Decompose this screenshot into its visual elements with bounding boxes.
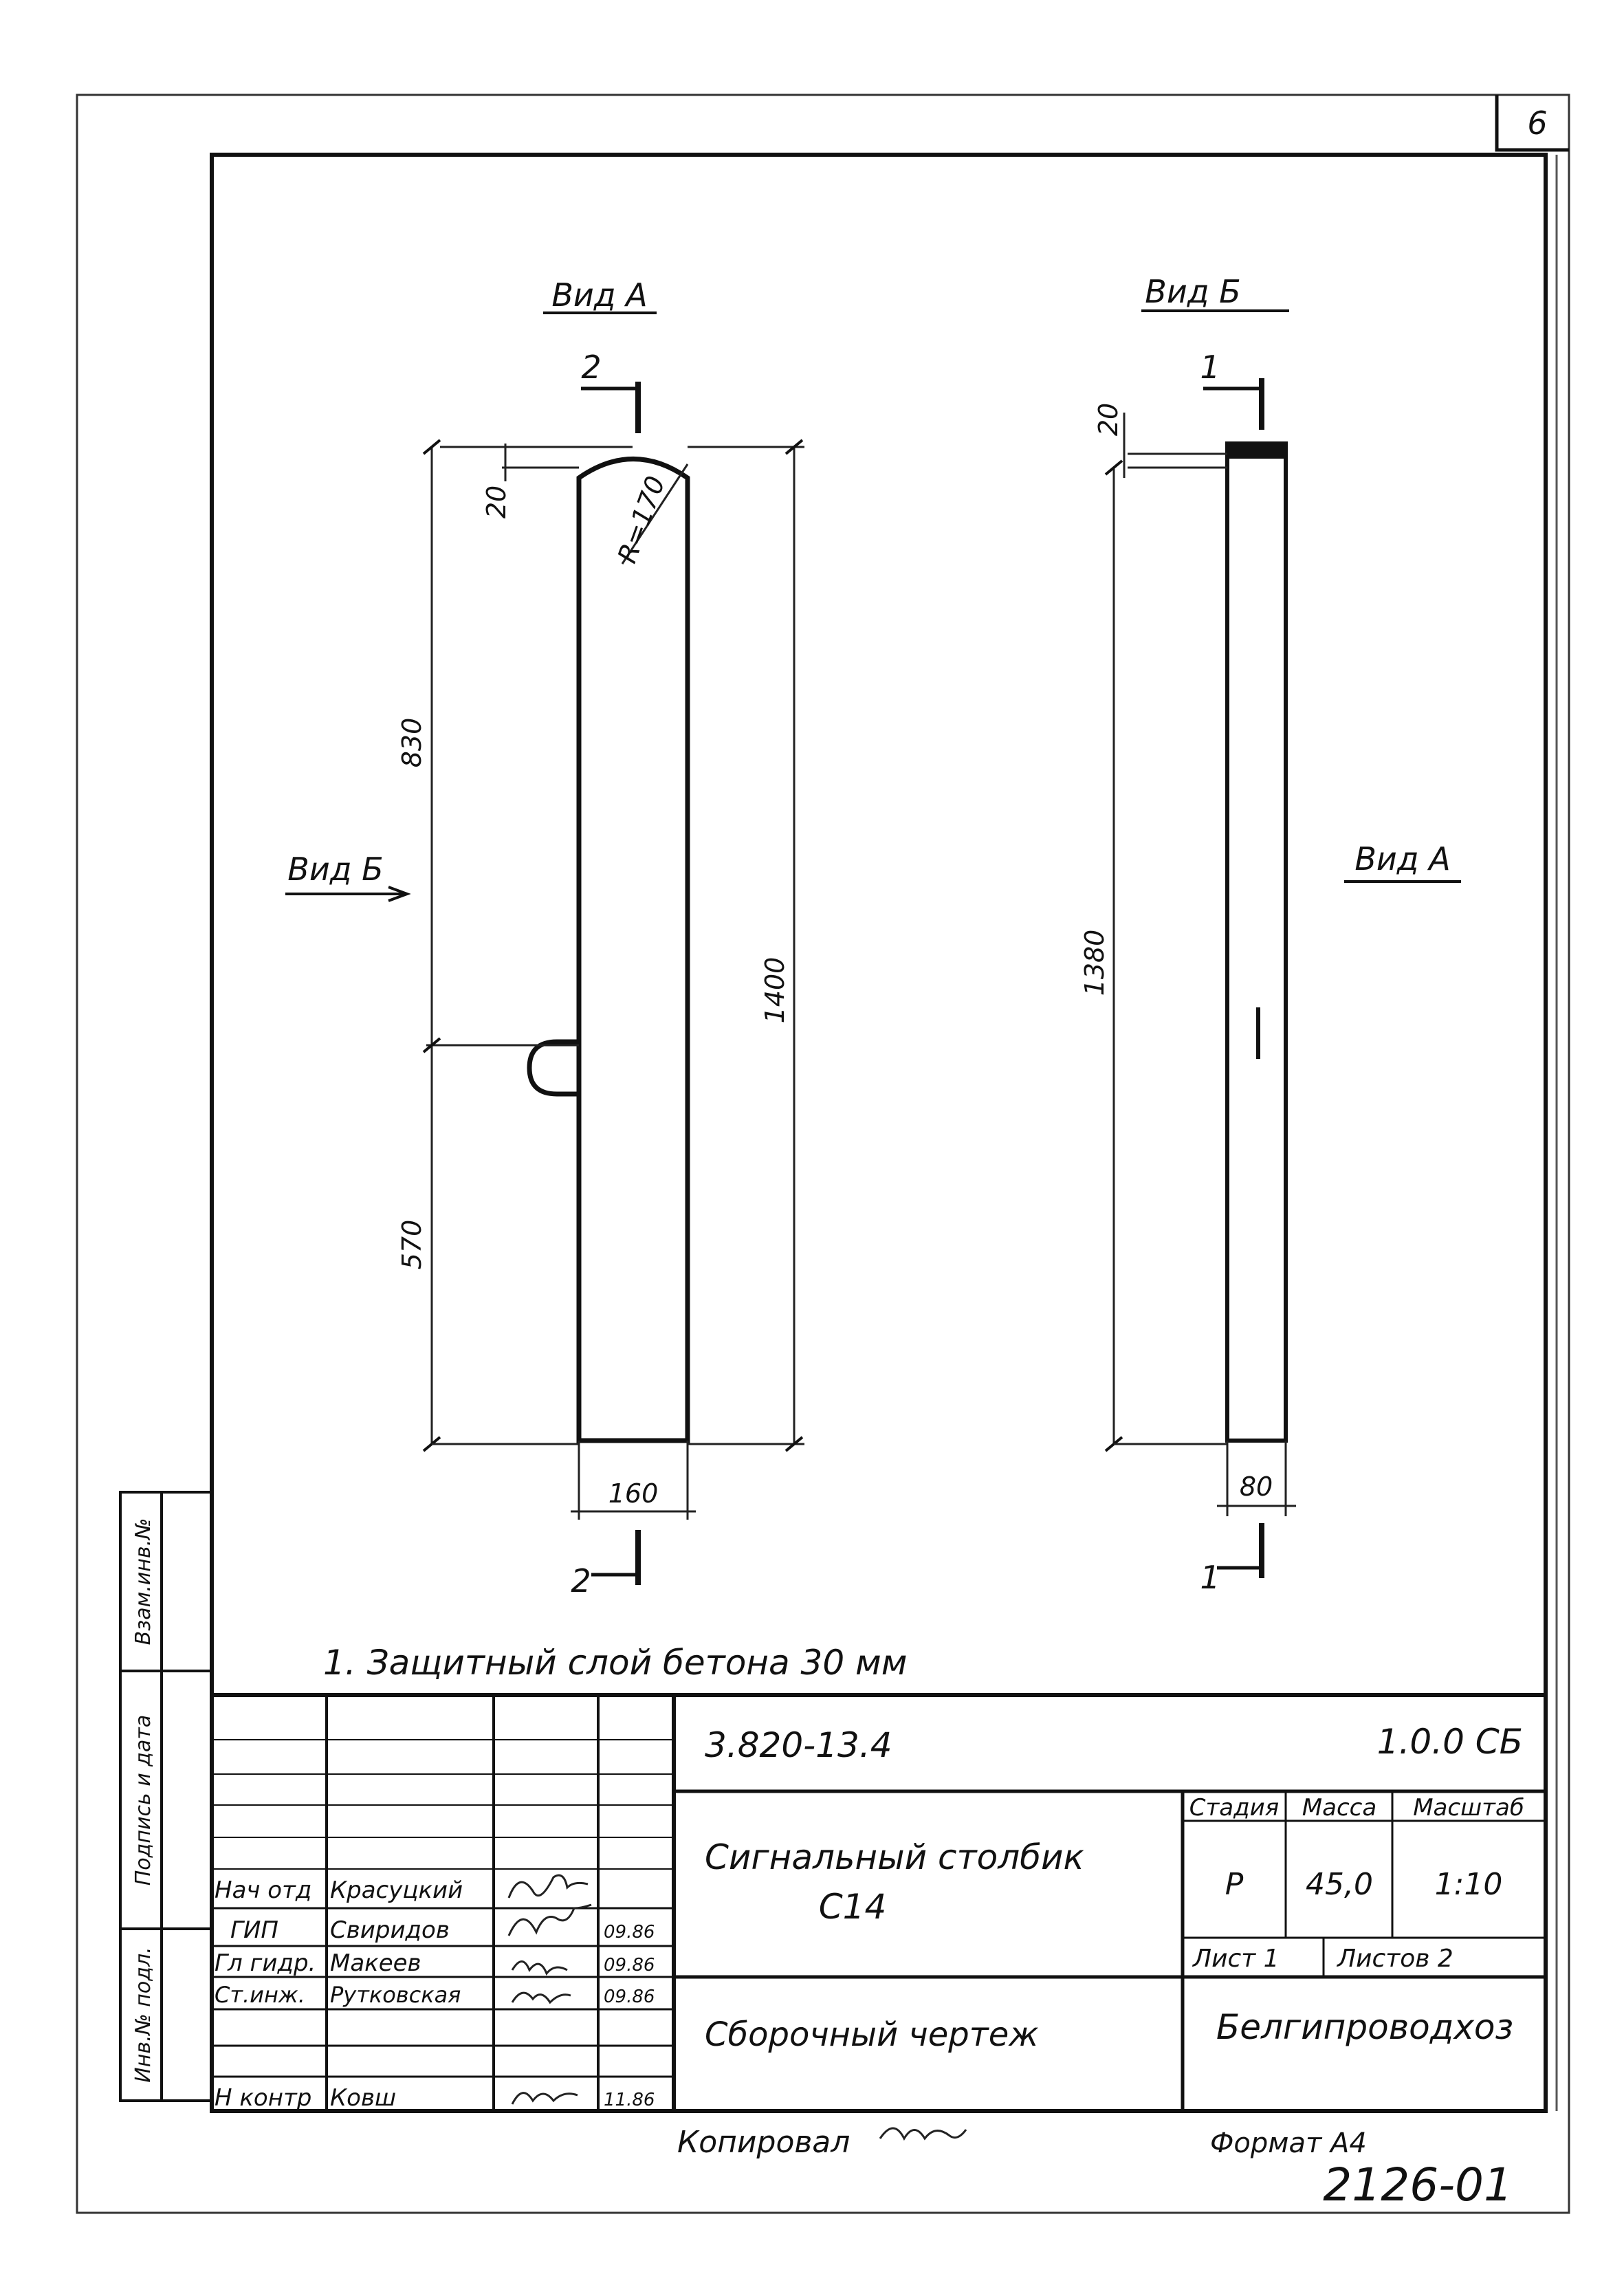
sheet-number-box	[1495, 95, 1569, 152]
left-view-arrow-head	[388, 886, 411, 902]
staff-date: 09.86	[604, 1987, 655, 2007]
concrete-cover-note: 1. Защитный слой бетона 30 мм	[323, 1643, 908, 1683]
signatures	[507, 1874, 592, 2105]
staff-name: Макеев	[330, 1949, 421, 1977]
signature	[511, 1991, 571, 2004]
staff-date: 11.86	[604, 2090, 655, 2110]
side-stamp-values	[160, 1491, 213, 2102]
copier-signature	[879, 2127, 967, 2141]
staff-date: 09.86	[604, 1922, 655, 1943]
view-a-dim-570: 570	[397, 1220, 427, 1270]
view-a-dim-1400: 1400	[760, 957, 790, 1024]
staff-name: Рутковская	[330, 1982, 461, 2008]
right-view-arrow-label: Вид А	[1354, 840, 1450, 877]
view-b-title: Вид Б	[1145, 273, 1240, 310]
view-a-section-top-label: 2	[581, 349, 601, 386]
staff-name: Ковш	[330, 2084, 396, 2112]
post-side-cap	[1227, 444, 1286, 459]
sheet-number: 6	[1527, 105, 1547, 142]
signature	[511, 1960, 568, 1976]
drawing-type: Сборочный чертеж	[705, 2015, 1039, 2054]
organization: Белгипроводхоз	[1216, 2007, 1513, 2047]
post-front-outline	[576, 457, 690, 1443]
staff-name: Свиридов	[330, 1916, 450, 1944]
staff-name: Красуцкий	[330, 1877, 463, 1904]
view-a-dim-radius: R=170	[612, 472, 671, 567]
mass-header: Масса	[1302, 1794, 1376, 1822]
signature	[507, 1874, 589, 1899]
post-side-outline	[1225, 441, 1288, 1443]
sheets-label: Листов 2	[1336, 1945, 1453, 1973]
stage-header: Стадия	[1189, 1794, 1279, 1822]
stamp-inv-podl: Инв.№ подл.	[131, 1947, 155, 2082]
staff-role: Гл гидр.	[215, 1949, 316, 1977]
staff-role: Ст.инж.	[215, 1982, 305, 2008]
copied-by-label: Копировал	[677, 2125, 850, 2160]
view-b-section-top-label: 1	[1200, 349, 1220, 386]
document-suffix: 1.0.0 СБ	[1377, 1722, 1523, 1762]
radius-leader	[621, 463, 689, 565]
product-code: С14	[819, 1887, 887, 1927]
view-a-right-dim-ticks	[784, 439, 804, 1452]
scale-value: 1:10	[1435, 1867, 1503, 1902]
format-label: Формат А4	[1210, 2128, 1367, 2159]
view-b-dim-80: 80	[1240, 1472, 1273, 1502]
signature	[507, 1903, 592, 1936]
view-a-section-bottom-label: 2	[571, 1562, 591, 1599]
view-a-dim-160: 160	[608, 1478, 659, 1509]
lifting-loop	[527, 1039, 579, 1097]
view-a-dim-830: 830	[397, 718, 427, 768]
view-b-section-bottom-label: 1	[1200, 1559, 1220, 1596]
stage-value: Р	[1225, 1867, 1244, 1902]
product-name: Сигнальный столбик	[705, 1837, 1084, 1877]
drawing-frame	[210, 153, 1548, 2113]
archive-number: 2126-01	[1323, 2158, 1513, 2211]
view-a-title: Вид А	[551, 276, 647, 314]
stamp-podpis-data: Подпись и дата	[131, 1715, 155, 1886]
stamp-inv-zam: Взам.инв.№	[131, 1518, 155, 1646]
left-view-arrow-label: Вид Б	[287, 851, 383, 888]
outer-border	[76, 94, 1570, 2214]
view-b-dim-1380: 1380	[1079, 930, 1110, 996]
staff-role: ГИП	[230, 1916, 278, 1944]
view-a-dim-20: 20	[481, 485, 512, 518]
staff-role: Н контр	[215, 2084, 311, 2112]
signature	[511, 2092, 578, 2105]
mass-value: 45,0	[1306, 1867, 1373, 1902]
title-block	[212, 1693, 1546, 2111]
view-b-dim-20: 20	[1093, 403, 1123, 436]
staff-table: Нач отд Красуцкий ГИП Свиридов 09.86 Гл …	[215, 1877, 655, 2112]
scale-header: Масштаб	[1413, 1794, 1524, 1822]
staff-role: Нач отд	[215, 1877, 311, 1904]
document-code: 3.820-13.4	[705, 1725, 892, 1765]
sheet-label: Лист 1	[1192, 1945, 1280, 1973]
staff-date: 09.86	[604, 1955, 655, 1976]
